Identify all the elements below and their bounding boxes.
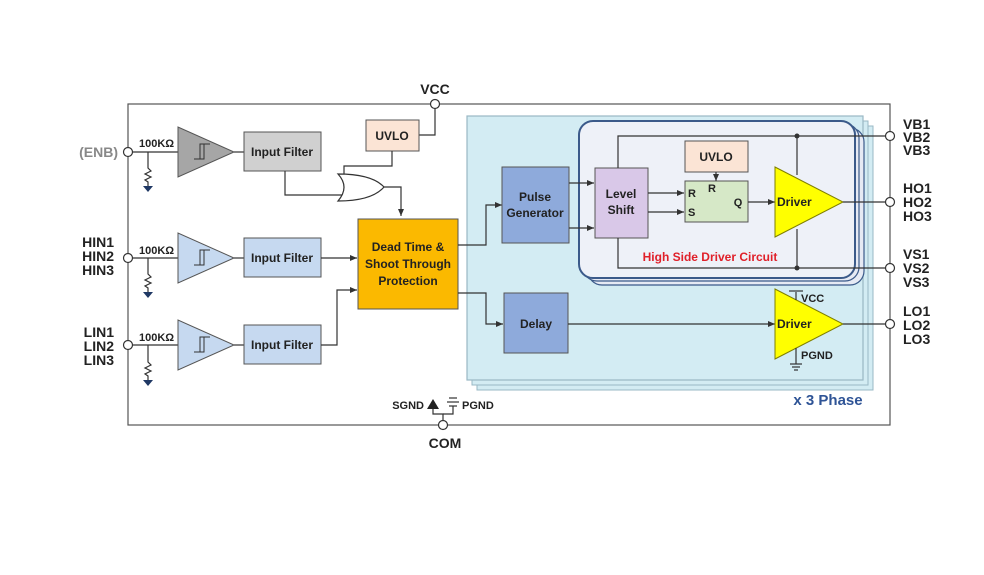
enb-pin[interactable] [122, 146, 134, 158]
enb-input-filter [243, 131, 322, 172]
lin-input-filter [243, 324, 322, 365]
dead-time-line3: Protection [378, 274, 437, 288]
latch-reset-label: R [708, 183, 716, 195]
lin1-label: LIN1 [84, 324, 115, 340]
uvlo-label: UVLO [375, 129, 408, 143]
hin-buffer [177, 232, 236, 284]
vb2-label: VB2 [903, 129, 930, 145]
uvlo-block [365, 119, 420, 152]
vcc-pin[interactable] [429, 98, 441, 110]
com-pin[interactable] [437, 419, 449, 431]
vs1-label: VS1 [903, 246, 930, 262]
enb-buffer [177, 126, 236, 178]
lin3-label: LIN3 [84, 352, 115, 368]
sgnd-symbol [427, 399, 439, 409]
vb-pin[interactable] [884, 130, 896, 142]
ho3-label: HO3 [903, 208, 932, 224]
hin-resistor-label: 100KΩ [139, 245, 174, 257]
high-side-driver [774, 166, 845, 238]
low-side-driver-label: Driver [777, 317, 812, 331]
lin2-label: LIN2 [84, 338, 115, 354]
lin-buffer [177, 319, 236, 371]
vcc-label: VCC [420, 81, 450, 97]
enb-input-filter-label: Input Filter [251, 145, 313, 159]
dead-time-block [357, 218, 459, 310]
ho1-label: HO1 [903, 180, 932, 196]
latch-s-label: S [688, 207, 695, 219]
pulse-gen-line1: Pulse [519, 190, 551, 204]
pulse-generator-block [501, 166, 570, 244]
enb-label: (ENB) [79, 144, 118, 160]
or-gate [336, 173, 385, 202]
pgnd-label: PGND [462, 400, 494, 412]
vs2-label: VS2 [903, 260, 930, 276]
dead-time-line2: Shoot Through [365, 257, 451, 271]
lo-pin[interactable] [884, 318, 896, 330]
hin3-label: HIN3 [82, 262, 114, 278]
pulse-gen-line2: Generator [506, 206, 564, 220]
level-shift-line2: Shift [608, 203, 635, 217]
hs-uvlo-block [684, 140, 749, 173]
low-side-vcc-label: VCC [801, 293, 824, 305]
high-side-driver-label: Driver [777, 195, 812, 209]
ho2-label: HO2 [903, 194, 932, 210]
dead-time-line1: Dead Time & [372, 240, 445, 254]
lo1-label: LO1 [903, 303, 930, 319]
latch-q-label: Q [734, 197, 743, 209]
hin-pin[interactable] [122, 252, 134, 264]
low-side-driver [774, 288, 845, 360]
lin-input-filter-label: Input Filter [251, 338, 313, 352]
lin-pin[interactable] [122, 339, 134, 351]
phase-label: x 3 Phase [793, 392, 862, 409]
hs-uvlo-label: UVLO [699, 150, 732, 164]
hin2-label: HIN2 [82, 248, 114, 264]
low-side-pgnd-label: PGND [801, 350, 833, 362]
level-shift-block [594, 167, 649, 239]
lin-resistor-label: 100KΩ [139, 332, 174, 344]
high-side-circuit-label: High Side Driver Circuit [643, 250, 778, 264]
vb1-label: VB1 [903, 116, 930, 132]
sgnd-label: SGND [392, 400, 424, 412]
latch-r-label: R [688, 188, 696, 200]
vs3-label: VS3 [903, 274, 930, 290]
delay-label: Delay [520, 317, 552, 331]
com-label: COM [429, 435, 462, 451]
lo2-label: LO2 [903, 317, 930, 333]
vs-pin[interactable] [884, 262, 896, 274]
ho-pin[interactable] [884, 196, 896, 208]
hin1-label: HIN1 [82, 234, 114, 250]
delay-block [503, 292, 569, 354]
hin-input-filter-label: Input Filter [251, 251, 313, 265]
lo3-label: LO3 [903, 331, 930, 347]
enb-resistor-label: 100KΩ [139, 138, 174, 150]
level-shift-line1: Level [606, 187, 637, 201]
vb3-label: VB3 [903, 142, 930, 158]
